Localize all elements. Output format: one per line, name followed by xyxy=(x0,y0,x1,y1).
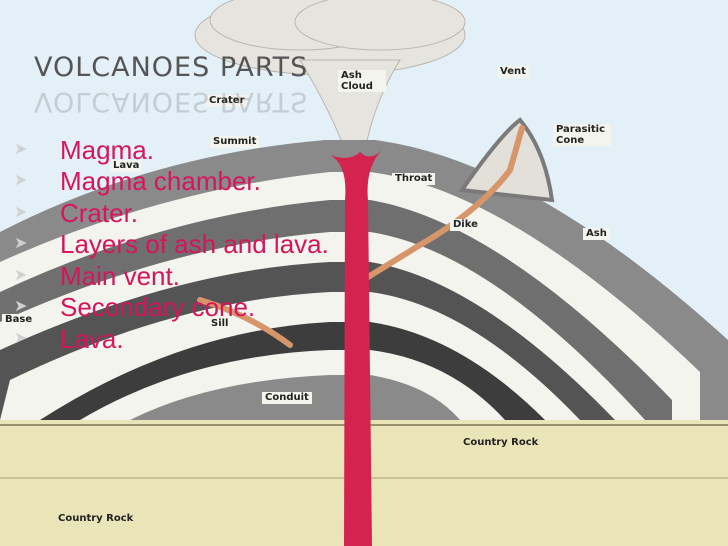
bullet-item: ➤ Main vent. xyxy=(0,260,329,292)
bullet-text: Layers of ash and lava. xyxy=(60,229,329,260)
bullet-item: ➤ Secondary cone. xyxy=(0,292,329,324)
bullet-item: ➤ Lava. xyxy=(0,323,329,355)
label-parasitic-cone: Parasitic Cone xyxy=(553,124,611,146)
label-sill: Sill xyxy=(208,318,232,330)
label-vent: Vent xyxy=(497,66,529,78)
parasitic-cone xyxy=(458,117,555,203)
label-throat: Throat xyxy=(392,173,436,185)
slide-title-reflection: VOLCANOES PARTS xyxy=(34,86,309,117)
bullet-text: Lava. xyxy=(60,323,124,354)
bullet-item: ➤ Magma chamber. xyxy=(0,166,329,198)
label-summit: Summit xyxy=(210,136,260,148)
label-crater: Crater xyxy=(206,95,248,107)
right-arrow-bullet-icon: ➤ xyxy=(14,266,28,284)
right-arrow-bullet-icon: ➤ xyxy=(14,140,28,158)
label-side-partial: Base xyxy=(2,314,36,326)
bullet-text: Crater. xyxy=(60,197,139,228)
right-arrow-bullet-icon: ➤ xyxy=(14,298,28,316)
slide-title: VOLCANOES PARTS xyxy=(34,52,309,83)
label-dike: Dike xyxy=(450,219,481,231)
bullet-list: ➤ Magma. ➤ Magma chamber. ➤ Crater. ➤ Layers… xyxy=(0,134,329,355)
bullet-text: Magma chamber. xyxy=(60,166,261,197)
magma-conduit xyxy=(330,150,382,546)
right-arrow-bullet-icon: ➤ xyxy=(14,329,28,347)
label-ash-cloud: Ash Cloud xyxy=(338,70,386,92)
label-country-rock-right: Country Rock xyxy=(463,437,539,448)
dike-sill xyxy=(197,125,525,348)
bullet-item: ➤ Crater. xyxy=(0,197,329,229)
bullet-text: Magma. xyxy=(60,134,154,165)
label-ash: Ash xyxy=(583,228,610,240)
right-arrow-bullet-icon: ➤ xyxy=(14,172,28,190)
label-conduit: Conduit xyxy=(262,392,312,404)
label-lava: Lava xyxy=(110,160,143,172)
right-arrow-bullet-icon: ➤ xyxy=(14,203,28,221)
bullet-text: Main vent. xyxy=(60,260,180,291)
label-country-rock-bottom: Country Rock xyxy=(58,513,134,524)
right-arrow-bullet-icon: ➤ xyxy=(14,235,28,253)
bullet-item: ➤ Magma. xyxy=(0,134,329,166)
bullet-item: ➤ Layers of ash and lava. xyxy=(0,229,329,261)
bullet-text: Secondary cone. xyxy=(60,292,256,323)
